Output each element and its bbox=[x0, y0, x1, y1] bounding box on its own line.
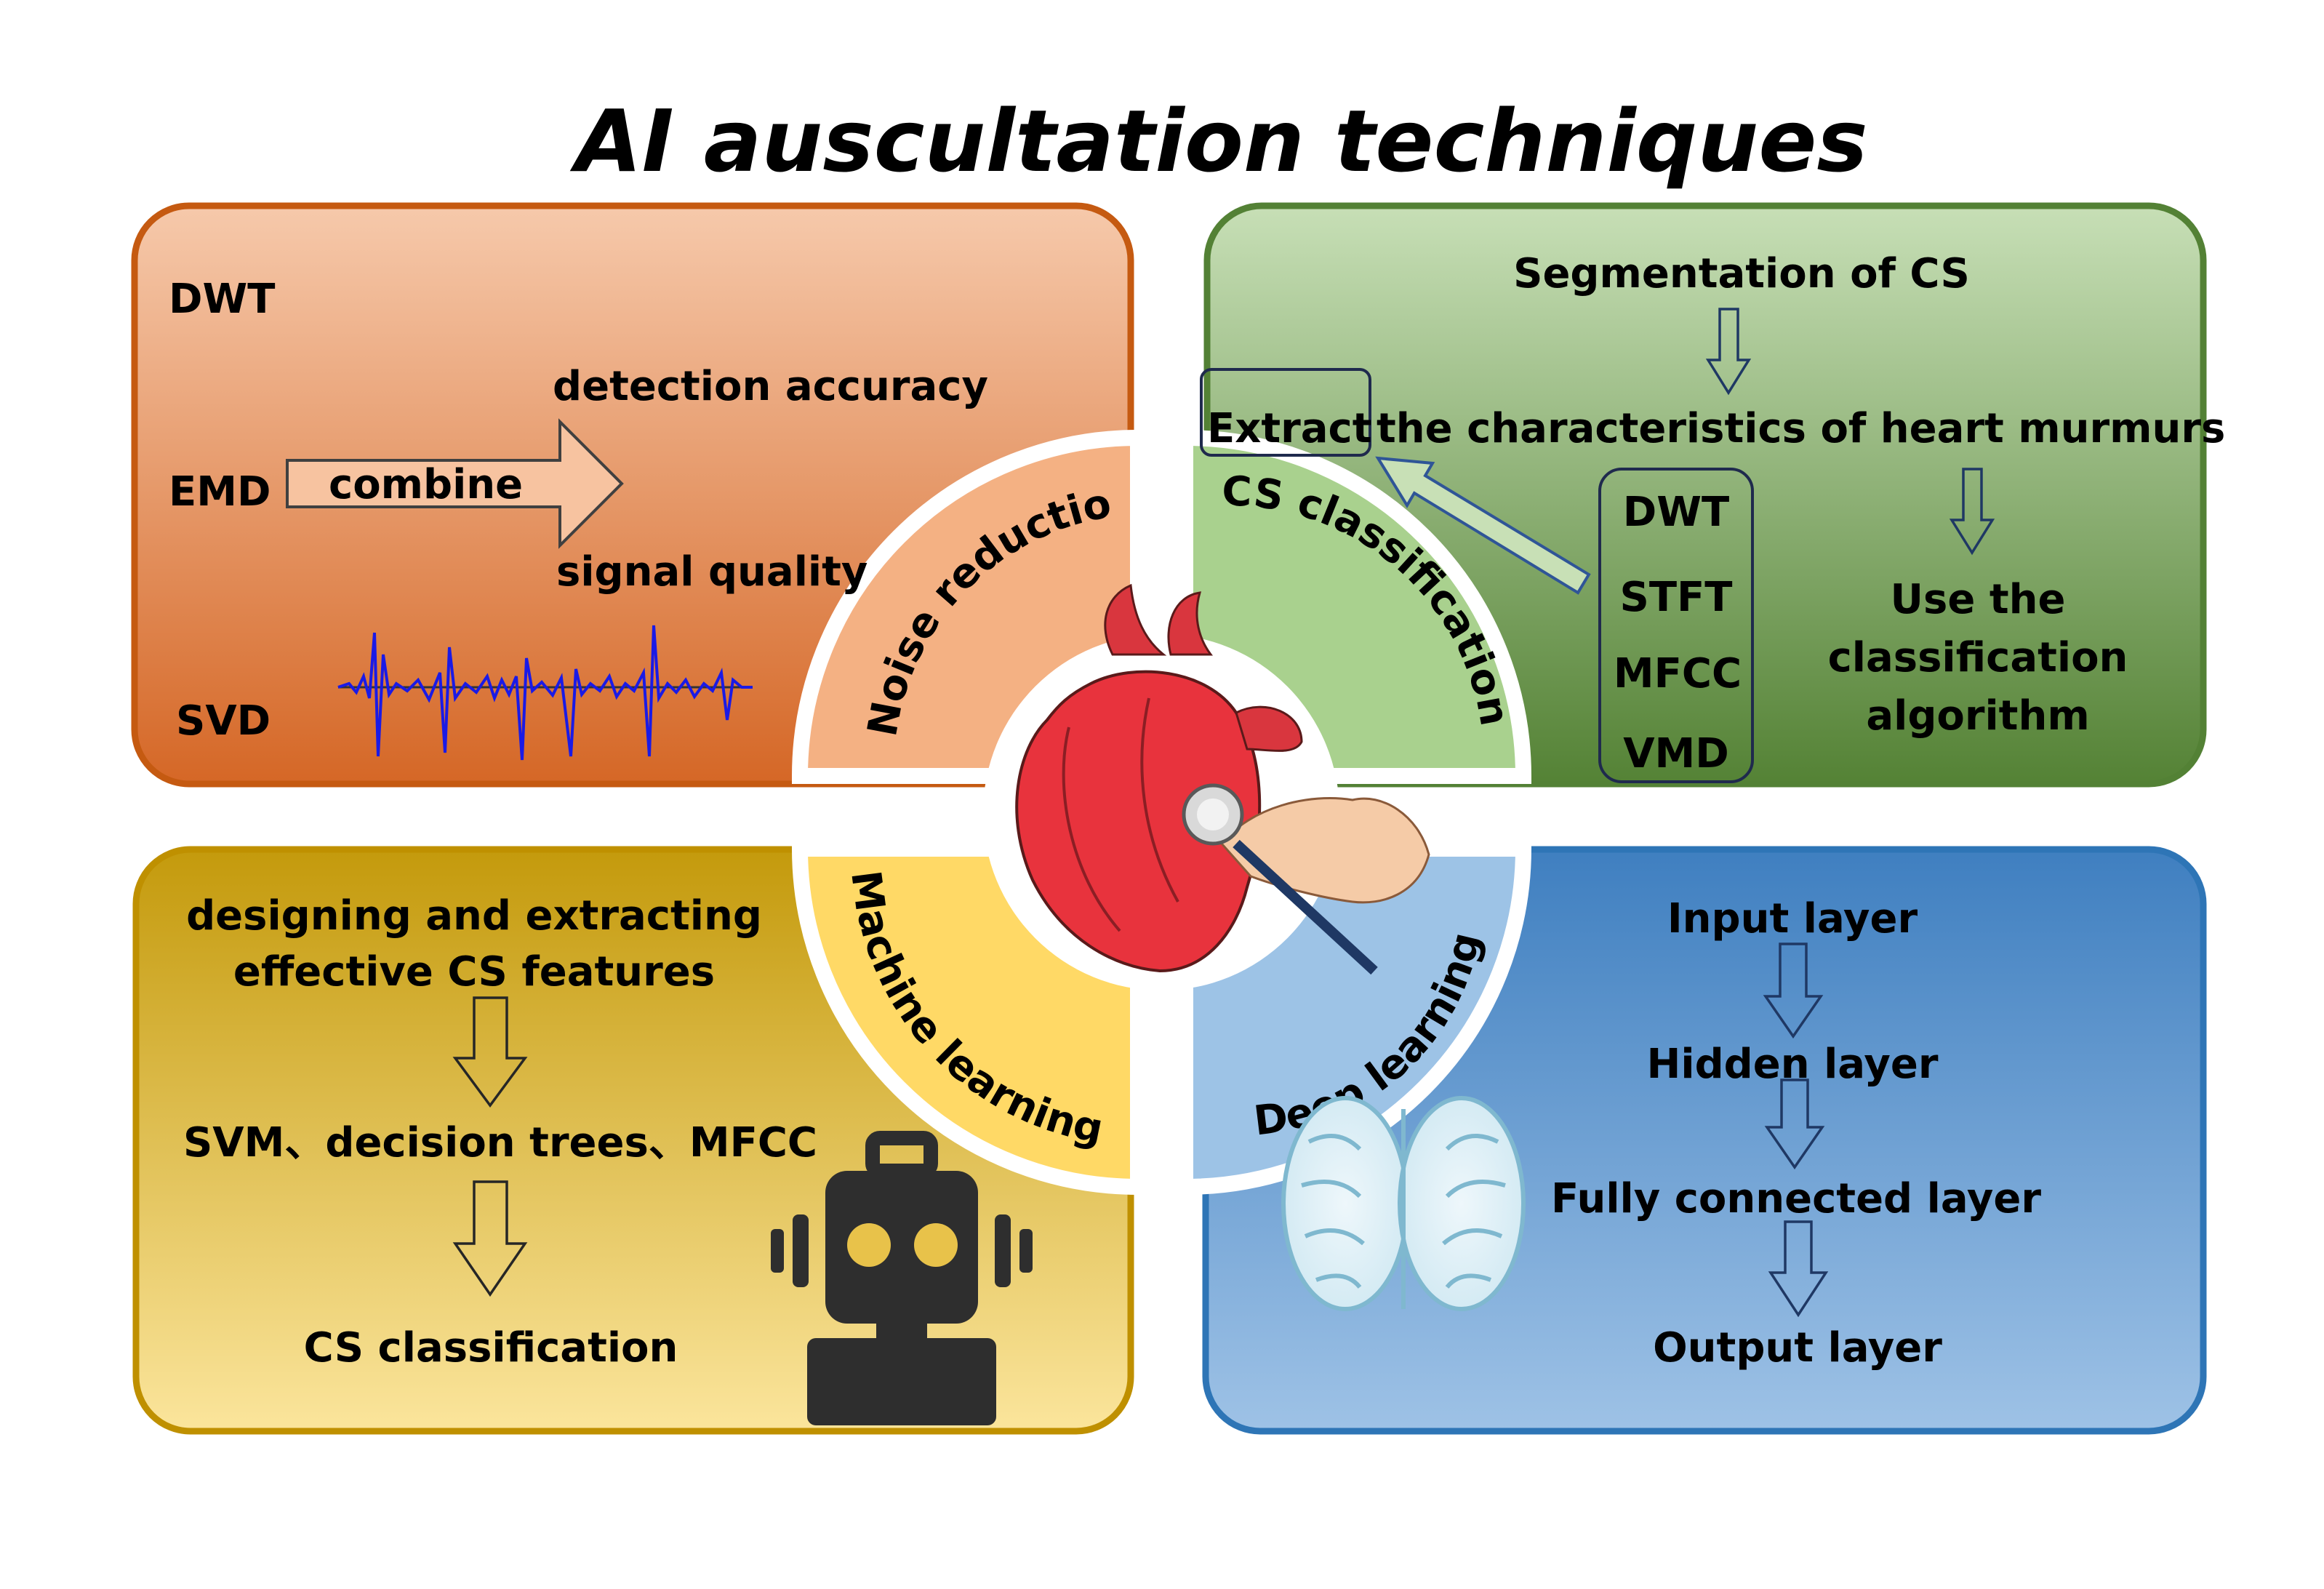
down-arrow-dl-3 bbox=[1768, 1220, 1829, 1318]
ml-result-label: CS classification bbox=[304, 1324, 678, 1372]
waveform-icon bbox=[337, 625, 753, 761]
down-arrow-dl-2 bbox=[1764, 1078, 1825, 1170]
result-detection-accuracy: detection accuracy bbox=[553, 363, 988, 410]
noise-method-emd: EMD bbox=[169, 468, 271, 516]
combine-arrow bbox=[286, 418, 624, 549]
down-arrow-ml-1 bbox=[452, 996, 528, 1108]
ml-design-line-1: designing and extracting bbox=[186, 892, 762, 940]
combine-label: combine bbox=[329, 461, 523, 508]
heart-icon bbox=[1015, 583, 1303, 973]
ml-design-line-2: effective CS features bbox=[233, 948, 715, 996]
algorithm-line-1: Use the bbox=[1891, 576, 2066, 623]
brain-icon bbox=[1281, 1096, 1526, 1311]
diagram-title: AI auscultation techniques bbox=[569, 91, 1867, 191]
extract-highlight-box bbox=[1200, 368, 1371, 457]
down-arrow-dl-1 bbox=[1763, 942, 1824, 1039]
layer-output: Output layer bbox=[1653, 1324, 1942, 1372]
down-arrow-ml-2 bbox=[452, 1180, 528, 1297]
algorithm-line-2: classification bbox=[1828, 634, 2128, 681]
feature-stft: STFT bbox=[1620, 574, 1733, 621]
murmur-characteristics-label: the characteristics of heart murmurs bbox=[1377, 405, 2225, 452]
ml-methods-label: SVM、decision trees、MFCC bbox=[183, 1119, 817, 1166]
feature-mfcc: MFCC bbox=[1614, 650, 1742, 697]
down-arrow-algorithm bbox=[1949, 468, 1995, 556]
layer-fully-connected: Fully connected layer bbox=[1551, 1175, 2041, 1222]
algorithm-line-3: algorithm bbox=[1866, 692, 2089, 740]
layer-input: Input layer bbox=[1667, 895, 1918, 942]
feature-list-box bbox=[1598, 468, 1754, 783]
down-arrow-segmentation bbox=[1705, 308, 1752, 396]
feature-vmd: VMD bbox=[1623, 730, 1729, 777]
robot-icon bbox=[771, 1131, 1033, 1425]
segmentation-label: Segmentation of CS bbox=[1513, 250, 1970, 297]
noise-method-svd: SVD bbox=[176, 697, 271, 745]
extract-pointer-arrow bbox=[1375, 456, 1591, 595]
feature-dwt: DWT bbox=[1623, 489, 1729, 536]
stethoscope-hand-icon bbox=[1182, 783, 1430, 975]
extract-label: Extract bbox=[1207, 405, 1372, 452]
noise-method-dwt: DWT bbox=[169, 276, 275, 323]
result-signal-quality: signal quality bbox=[556, 548, 868, 596]
